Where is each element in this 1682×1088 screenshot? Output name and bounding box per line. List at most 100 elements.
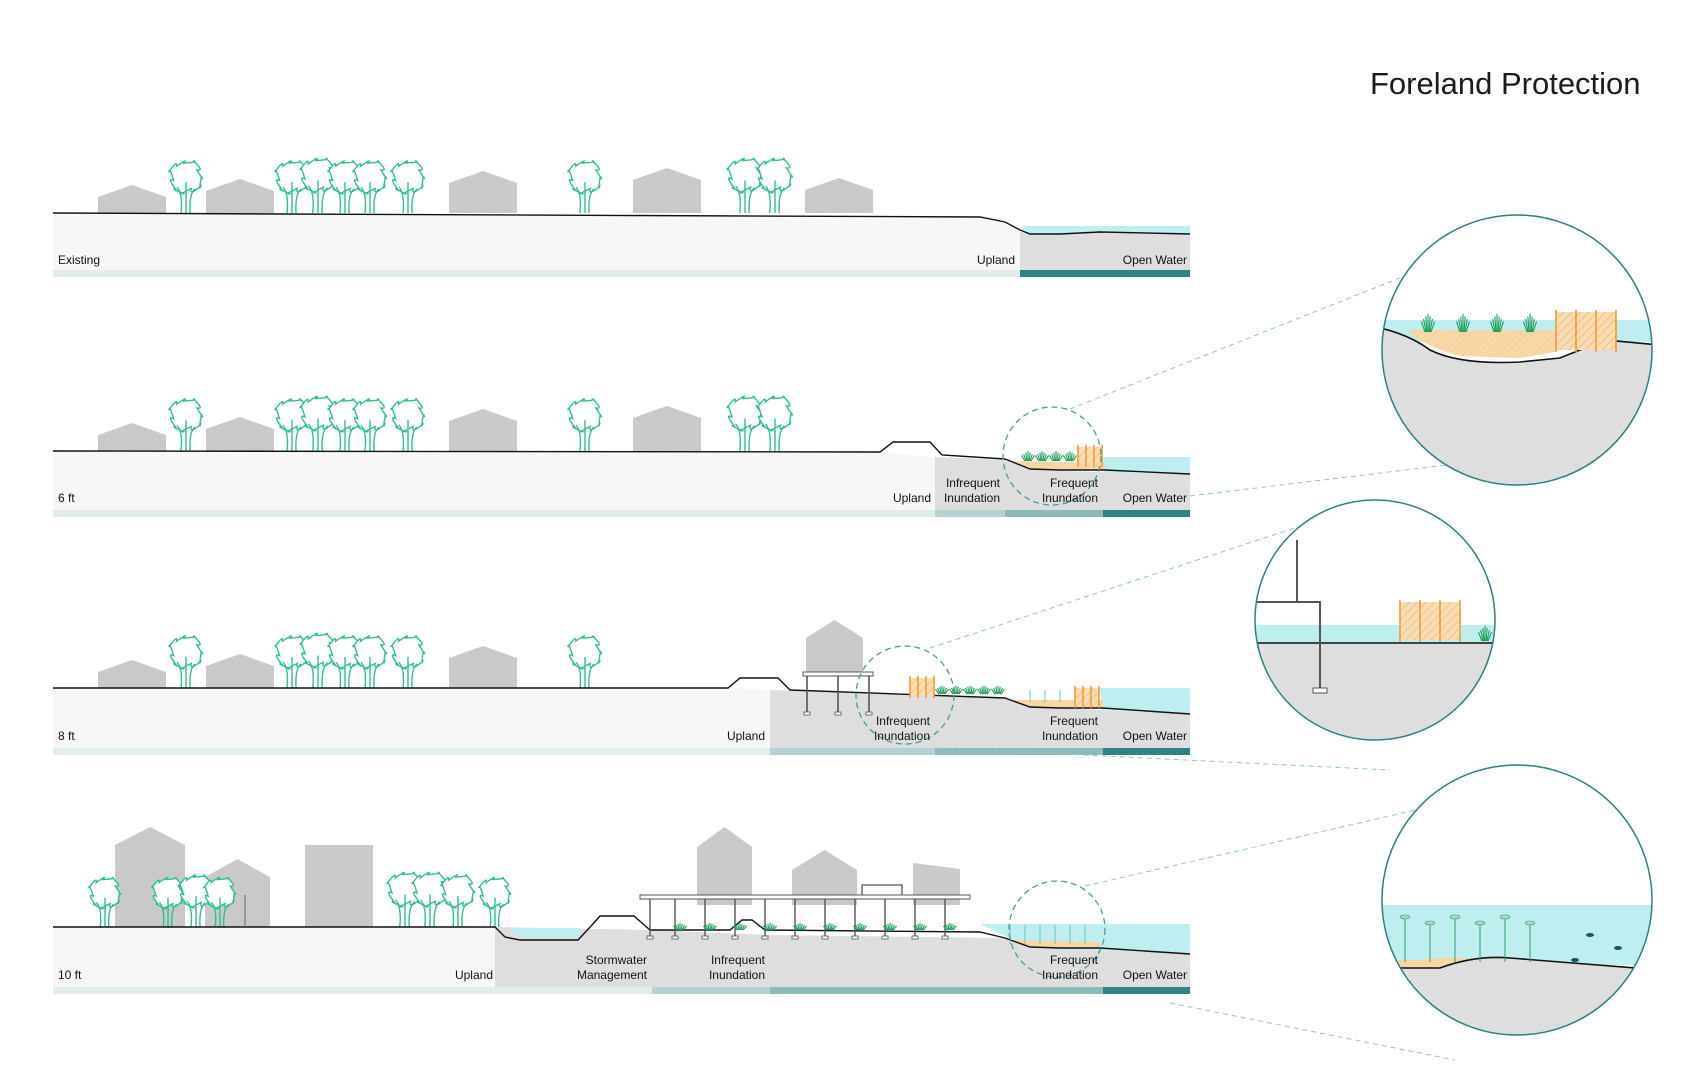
marsh-grass-icon — [822, 923, 838, 931]
marsh-grass-icon — [1420, 313, 1436, 333]
tree-trunk — [394, 894, 415, 928]
marsh-grass-icon — [1034, 451, 1050, 462]
fence-mesh — [1078, 447, 1102, 465]
tree-trunk — [210, 897, 230, 928]
zone-band — [1103, 987, 1190, 994]
tree — [327, 635, 363, 689]
tree-canopy — [327, 398, 363, 433]
tree-canopy — [327, 160, 363, 195]
tree-trunk — [360, 182, 380, 214]
tree — [352, 160, 388, 214]
page-title: Foreland Protection — [1370, 66, 1641, 101]
sand-fill — [1410, 330, 1562, 358]
marsh-grass-icon — [762, 923, 778, 931]
tree — [88, 876, 122, 928]
zone-label: Infrequent — [711, 953, 766, 967]
water — [1382, 905, 1652, 965]
g — [1381, 214, 1653, 486]
zoom-marker-circle — [855, 645, 955, 745]
house — [205, 859, 270, 927]
tree-canopy — [299, 395, 337, 432]
boardwalk-footing — [701, 935, 709, 940]
tree — [352, 398, 388, 452]
callout-content — [1382, 310, 1652, 485]
zone-band — [935, 748, 1103, 755]
fence-mesh — [1400, 602, 1460, 640]
boardwalk-rail — [861, 884, 903, 895]
callout-ring — [1381, 764, 1653, 1036]
house — [633, 168, 701, 213]
tree — [440, 874, 476, 928]
seedling-cap — [1474, 920, 1486, 926]
tree — [352, 635, 388, 689]
tree-canopy — [756, 395, 794, 432]
ground — [1382, 956, 1652, 1035]
marsh-grass-icon — [882, 923, 898, 931]
tree — [168, 160, 204, 214]
water — [1255, 625, 1495, 643]
marsh-grass-icon — [852, 923, 868, 931]
tree-trunk — [575, 182, 595, 214]
zone-label: Upland — [977, 253, 1015, 267]
marsh-grass-icon — [1048, 451, 1064, 462]
zone-band — [1103, 510, 1190, 517]
ground — [53, 213, 1022, 270]
g — [1254, 499, 1496, 741]
ground — [53, 451, 935, 510]
tree-trunk — [734, 418, 755, 452]
g — [1381, 764, 1653, 1036]
zone-label: Inundation — [874, 729, 930, 743]
building — [305, 845, 373, 927]
tree — [327, 160, 363, 214]
section-label: Existing — [58, 253, 100, 267]
tree-canopy — [151, 876, 185, 910]
marsh-grass-icon — [732, 923, 748, 931]
house — [98, 660, 166, 688]
boardwalk-deck — [639, 894, 971, 900]
tree — [567, 635, 603, 689]
boardwalk-footing — [761, 935, 769, 940]
zone-label: Upland — [455, 968, 493, 982]
house — [449, 171, 517, 213]
marsh-grass-icon — [1477, 625, 1493, 642]
callout-leader — [1169, 1002, 1456, 1061]
tree-trunk — [176, 182, 196, 214]
tree-trunk — [176, 420, 196, 452]
house — [792, 850, 857, 905]
tree-trunk — [335, 182, 355, 214]
tree-canopy — [352, 160, 388, 195]
tree-canopy — [168, 635, 204, 670]
fence-icon — [1555, 310, 1617, 352]
tree-trunk — [360, 657, 380, 689]
zone-band — [53, 748, 770, 755]
boardwalk-footing — [646, 935, 654, 940]
zone-label: Upland — [727, 729, 765, 743]
boardwalk-footing — [881, 935, 889, 940]
ground-grey — [935, 457, 1190, 510]
zone-band — [770, 987, 1103, 994]
tree — [726, 395, 764, 452]
tree — [299, 157, 337, 214]
boardwalk-footing — [731, 935, 739, 940]
callout-leader — [929, 517, 1326, 649]
tree — [726, 157, 764, 214]
ground-grey — [1020, 232, 1190, 270]
tree-canopy — [390, 635, 426, 670]
tree-trunk — [307, 180, 328, 214]
marsh-grass-icon — [702, 923, 718, 931]
tree-trunk — [360, 420, 380, 452]
tree-trunk — [335, 657, 355, 689]
tree-canopy — [88, 876, 122, 910]
section-label: 10 ft — [58, 968, 82, 982]
marsh-grass-icon — [934, 685, 950, 695]
ground-line — [53, 677, 1191, 715]
ground-grey — [770, 690, 1190, 748]
zoom-marker-circle — [1002, 406, 1102, 506]
marsh-grass-icon — [976, 685, 992, 695]
tree-trunk — [734, 180, 755, 214]
sand-fill — [1008, 940, 1100, 949]
zone-label: Frequent — [1050, 714, 1099, 728]
marsh-grass-icon — [912, 923, 928, 931]
tree-canopy — [390, 160, 426, 195]
tree-canopy — [352, 398, 388, 433]
